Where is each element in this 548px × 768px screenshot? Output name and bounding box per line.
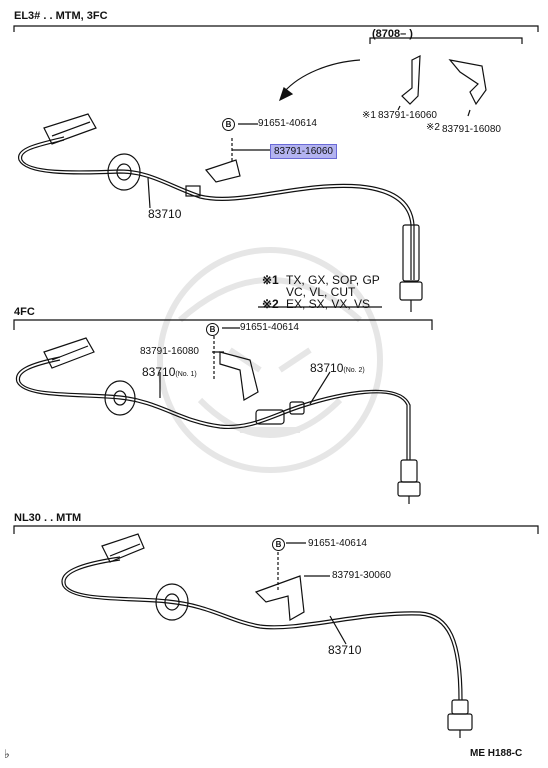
part-label-s1-alt1-mark: ※1 [362,110,376,121]
bolt-icon: B [222,118,235,131]
part-label-s3-bolt[interactable]: 91651-40614 [308,538,367,549]
section-range: (8708– ) [372,28,413,40]
part-label-s2-bracket[interactable]: 83791-16080 [140,346,199,357]
part-label-s1-alt2[interactable]: 83791-16080 [442,124,501,135]
part-label-s1-bolt[interactable]: 91651-40614 [258,118,317,129]
part-label-s2-cable-no2[interactable]: 83710(No. 2) [310,361,365,375]
figure-reference: ME H188-C [470,748,523,759]
note-1-line2: VC, VL, CUT [286,285,356,299]
bolt-icon: B [272,538,285,551]
part-label-s1-bracket-highlight[interactable]: 83791-16060 [270,144,337,159]
section-title-4fc: 4FC [14,306,35,318]
part-label-s2-cable-no1[interactable]: 83710(No. 1) [142,365,197,379]
note-mark-2: ※2 [262,297,279,311]
part-label-s1-alt2-mark: ※2 [426,122,440,133]
section-title-el3: EL3# . . MTM, 3FC [14,10,108,22]
samurai-watermark [157,247,383,473]
note-2-line1: EX, SX, VX, VS [286,297,371,311]
note-1-line1: TX, GX, SOP, GP [286,273,380,287]
bolt-icon: B [206,323,219,336]
note-mark-1: ※1 [262,273,279,287]
section-title-nl30: NL30 . . MTM [14,512,82,524]
part-label-s1-cable[interactable]: 83710 [148,207,182,221]
part-label-s3-bracket[interactable]: 83791-30060 [332,570,391,581]
corner-mark: ♭ [4,747,10,761]
part-label-s2-bolt[interactable]: 91651-40614 [240,322,299,333]
part-label-s3-cable[interactable]: 83710 [328,643,362,657]
part-label-s1-alt1[interactable]: 83791-16060 [378,110,437,121]
